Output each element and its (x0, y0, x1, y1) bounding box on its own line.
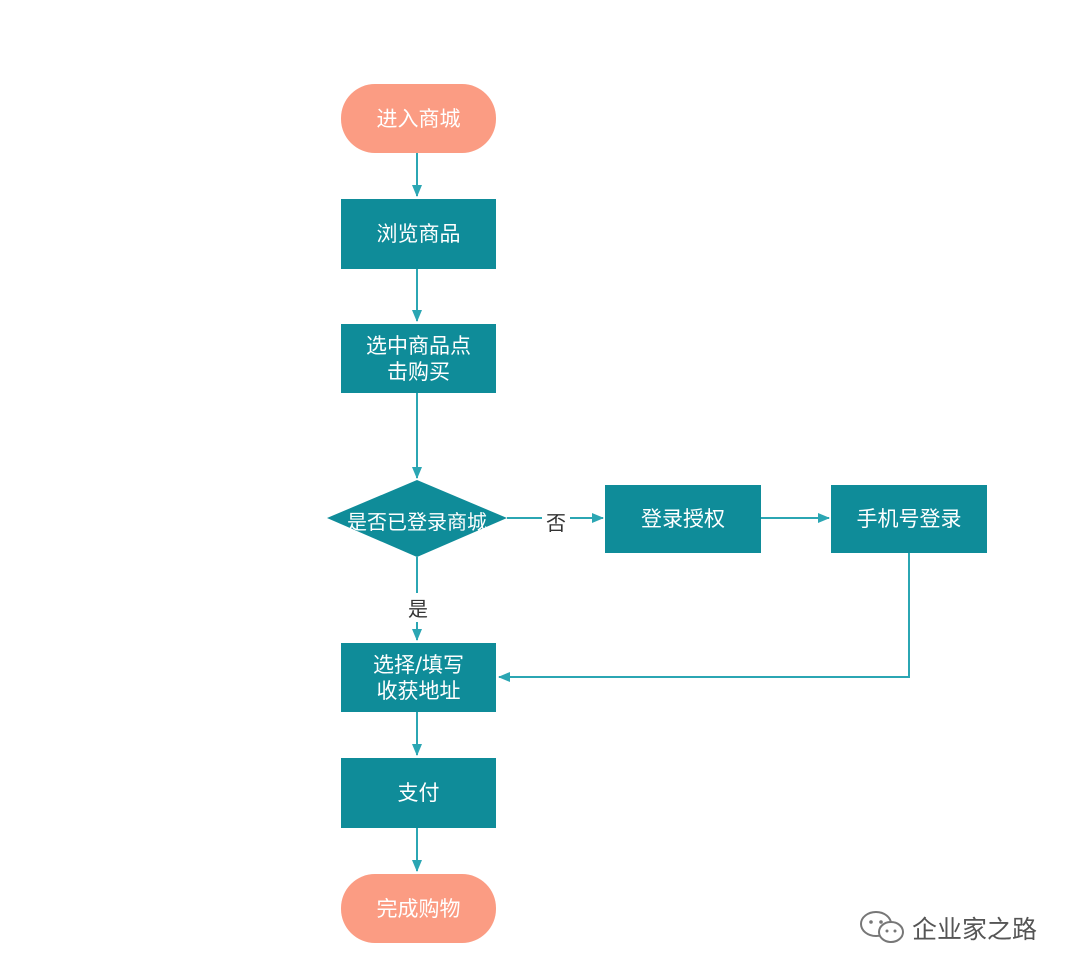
process-browse-goods: 浏览商品 (341, 199, 496, 269)
start-node-label: 进入商城 (376, 106, 461, 131)
watermark: 企业家之路 (858, 910, 1037, 946)
end-node-finish: 完成购物 (341, 874, 496, 943)
decision-diamond (327, 480, 507, 557)
start-node-enter-mall: 进入商城 (341, 84, 496, 153)
process-address-label: 选择/填写 收获地址 (372, 652, 465, 703)
process-login-auth-label: 登录授权 (641, 507, 725, 531)
process-pay-label: 支付 (397, 781, 440, 805)
wechat-icon (860, 911, 904, 943)
process-phone-login: 手机号登录 (831, 485, 987, 553)
process-login-auth: 登录授权 (605, 485, 761, 553)
process-phone-login-label: 手机号登录 (856, 507, 962, 531)
edge-phone-to-address (498, 553, 910, 682)
edge-label-yes: 是 (404, 593, 432, 622)
decision-logged-in-label: 是否已登录商城 (347, 510, 487, 534)
process-browse-goods-label: 浏览商品 (376, 222, 461, 246)
process-address: 选择/填写 收获地址 (341, 643, 496, 712)
end-node-label: 完成购物 (376, 896, 461, 921)
process-select-buy-label: 选中商品点 击购买 (366, 333, 471, 384)
watermark-text: 企业家之路 (912, 915, 1038, 944)
edge-label-no: 否 (542, 507, 570, 536)
process-select-buy: 选中商品点 击购买 (341, 324, 496, 393)
process-pay: 支付 (341, 758, 496, 828)
